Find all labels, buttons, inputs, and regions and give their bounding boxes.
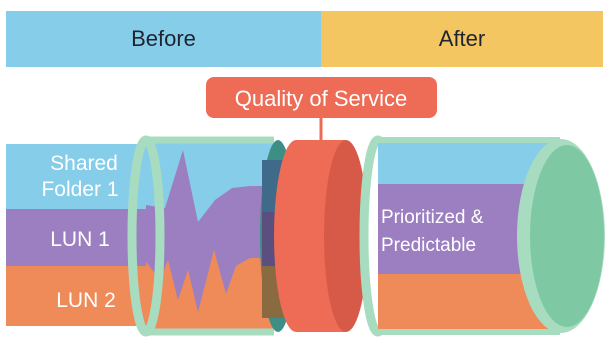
after-header: After xyxy=(321,11,603,67)
after-label-line2: Predictable xyxy=(381,235,476,256)
qos-label-box xyxy=(206,77,437,118)
after-label-line1: Prioritized & xyxy=(381,207,484,228)
shared-folder-label-line1: Shared xyxy=(50,152,118,175)
qos-valve-side xyxy=(324,140,368,332)
before-pipe xyxy=(127,135,274,337)
shared-folder-label-line2: Folder 1 xyxy=(41,178,118,201)
lun1-label: LUN 1 xyxy=(50,228,110,251)
lun2-band xyxy=(6,266,146,326)
before-pipe-bottom-spiky xyxy=(146,250,274,330)
before-header: Before xyxy=(6,11,321,67)
lun1-band xyxy=(6,209,146,266)
qos-label: Quality of Service xyxy=(235,86,407,111)
lun2-label: LUN 2 xyxy=(56,289,116,312)
qos-valve xyxy=(274,140,368,332)
after-pipe-end-cap xyxy=(530,145,604,327)
shared-folder-band xyxy=(6,144,146,209)
after-pipe xyxy=(359,135,605,337)
before-bands xyxy=(6,144,146,326)
